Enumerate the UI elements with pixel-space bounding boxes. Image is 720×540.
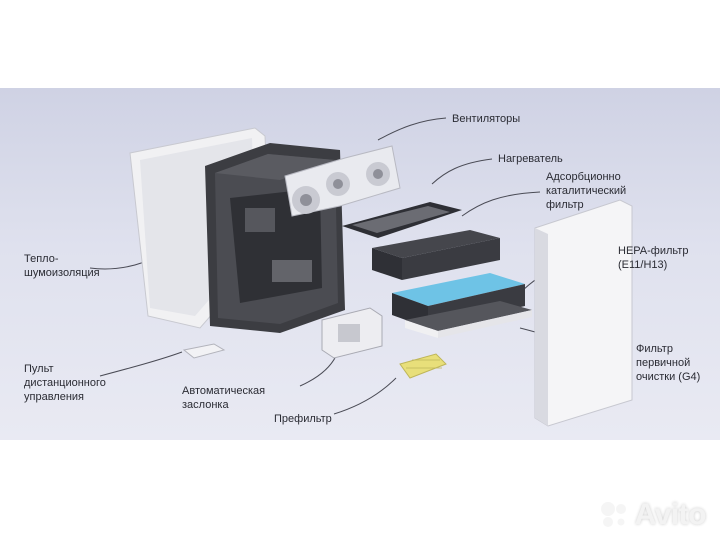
avito-logo-icon [600,502,626,527]
main-housing [205,143,345,333]
label-remote: Пульт дистанционного управления [24,363,106,403]
background-band: Вентиляторы Нагреватель Адсорбционно кат… [0,88,720,440]
label-prefilter: Префильтр [274,413,332,425]
label-adsorption-filter: Адсорбционно каталитический фильтр [546,171,627,211]
heater [342,202,462,238]
label-fans: Вентиляторы [452,113,521,125]
label-heater: Нагреватель [498,153,563,165]
primary-filter [405,301,532,338]
label-insulation: Тепло- шумоизоляция [24,253,100,279]
prefilter [399,353,447,379]
label-hepa-filter: HEPA-фильтр (E11/H13) [618,245,689,271]
exploded-view-illustration [89,117,633,427]
automatic-damper [321,307,383,359]
label-primary-filter: Фильтр первичной очистки (G4) [636,343,701,383]
avito-watermark-text: Avito [634,498,707,531]
adsorption-filter [372,230,500,280]
fans [284,145,401,217]
front-cover [534,199,633,427]
remote-control [182,343,226,359]
avito-watermark: Avito [599,498,707,532]
label-damper: Автоматическая заслонка [182,385,266,411]
